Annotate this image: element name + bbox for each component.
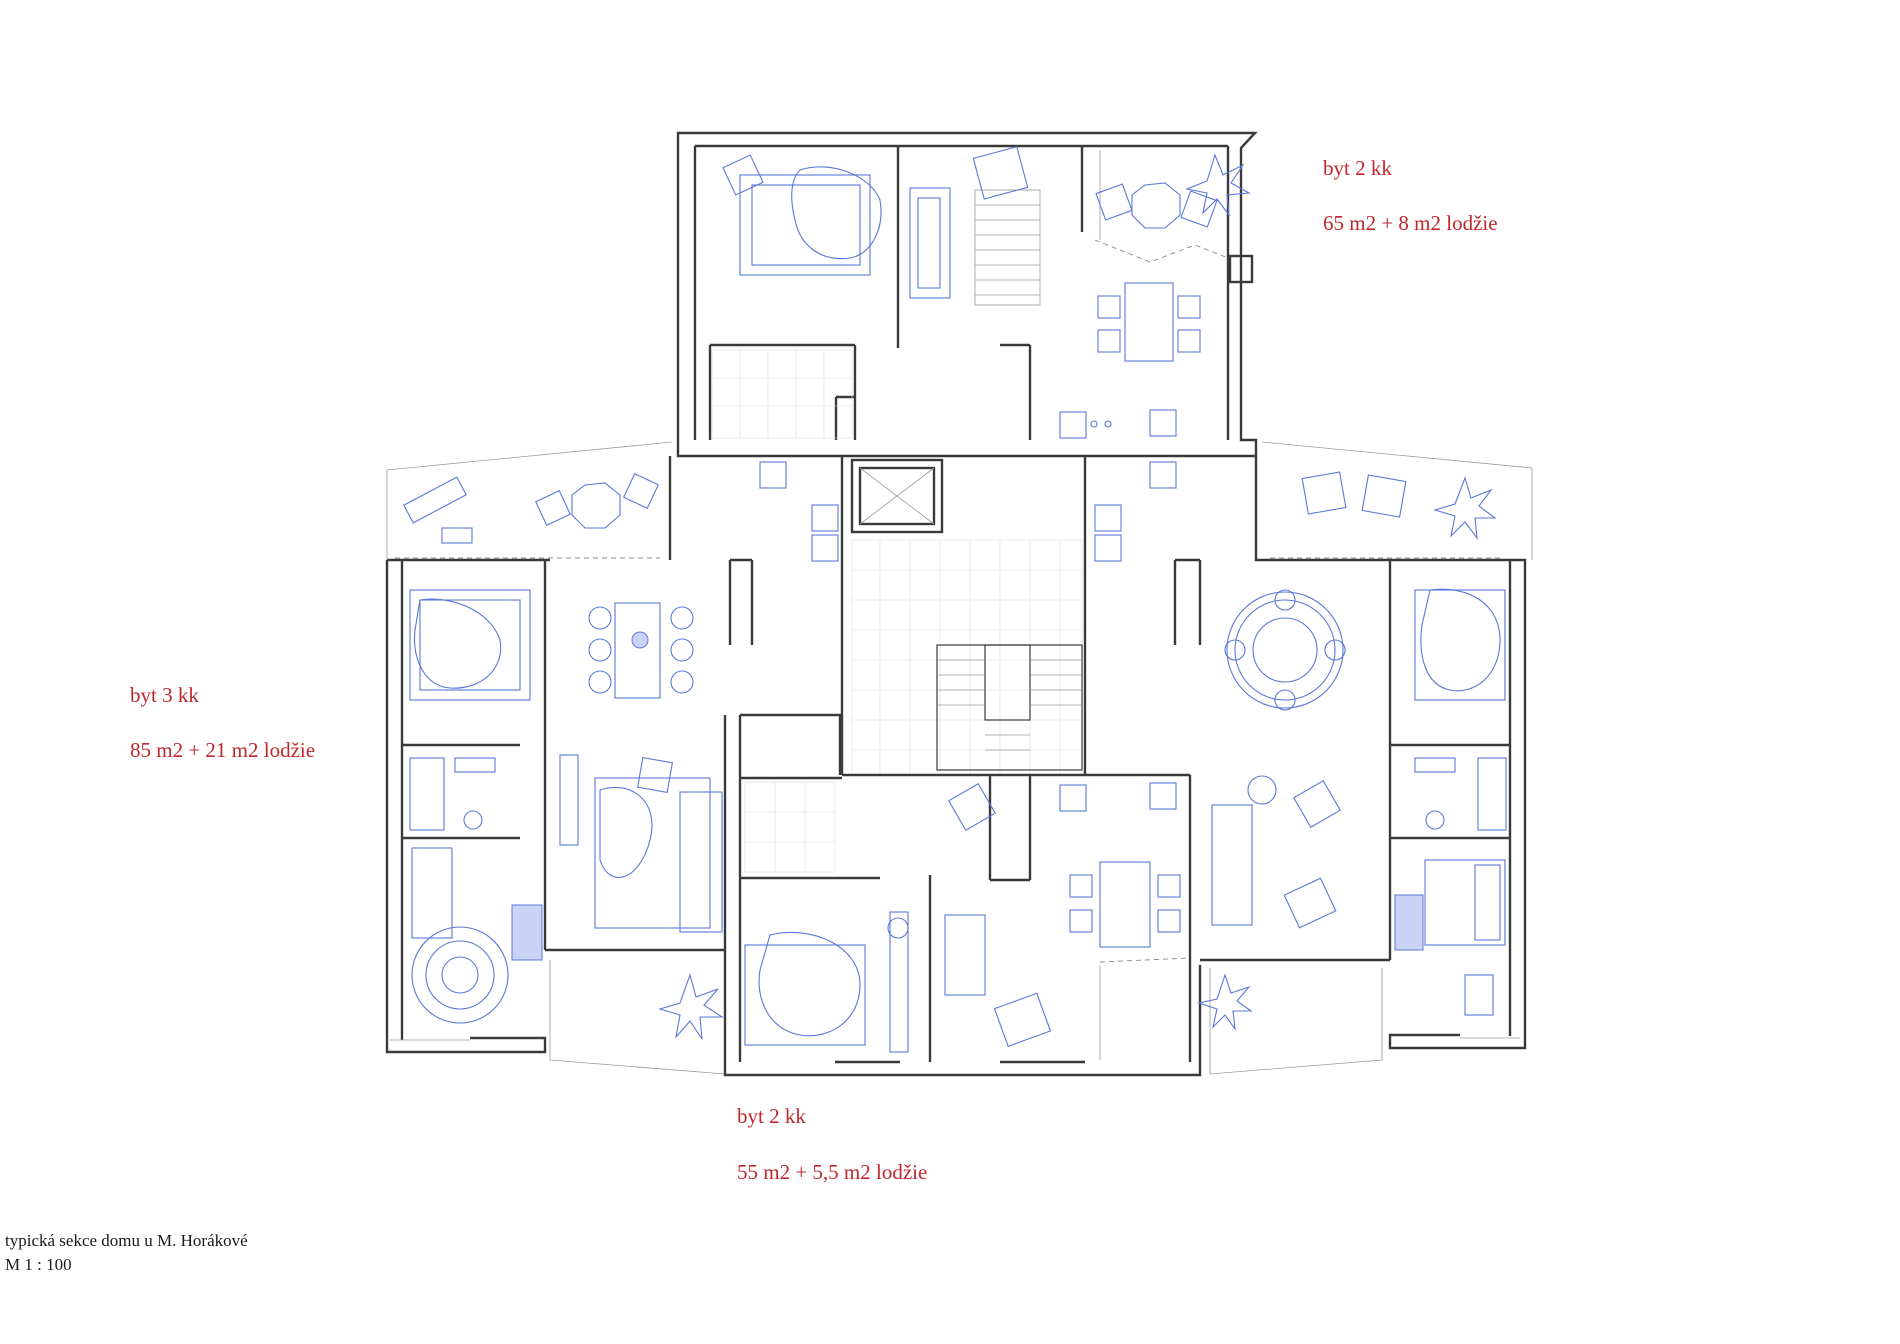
drawing-scale: M 1 : 100 bbox=[5, 1255, 72, 1274]
central-core bbox=[840, 456, 1087, 777]
east-wing bbox=[1094, 441, 1533, 1075]
apt-north-title: byt 2 kk bbox=[1323, 156, 1392, 180]
apt-west-area: 85 m2 + 21 m2 lodžie bbox=[130, 738, 316, 762]
apt-south-area: 55 m2 + 5,5 m2 lodžie bbox=[737, 1160, 928, 1184]
south-wing bbox=[723, 713, 1202, 1077]
apt-west-title: byt 3 kk bbox=[130, 683, 199, 707]
north-wing bbox=[676, 131, 1258, 458]
west-wing bbox=[385, 441, 839, 1075]
apt-south-title: byt 2 kk bbox=[737, 1104, 806, 1128]
drawing-caption: typická sekce domu u M. Horákové bbox=[5, 1231, 248, 1250]
apt-north-area: 65 m2 + 8 m2 lodžie bbox=[1323, 211, 1498, 235]
